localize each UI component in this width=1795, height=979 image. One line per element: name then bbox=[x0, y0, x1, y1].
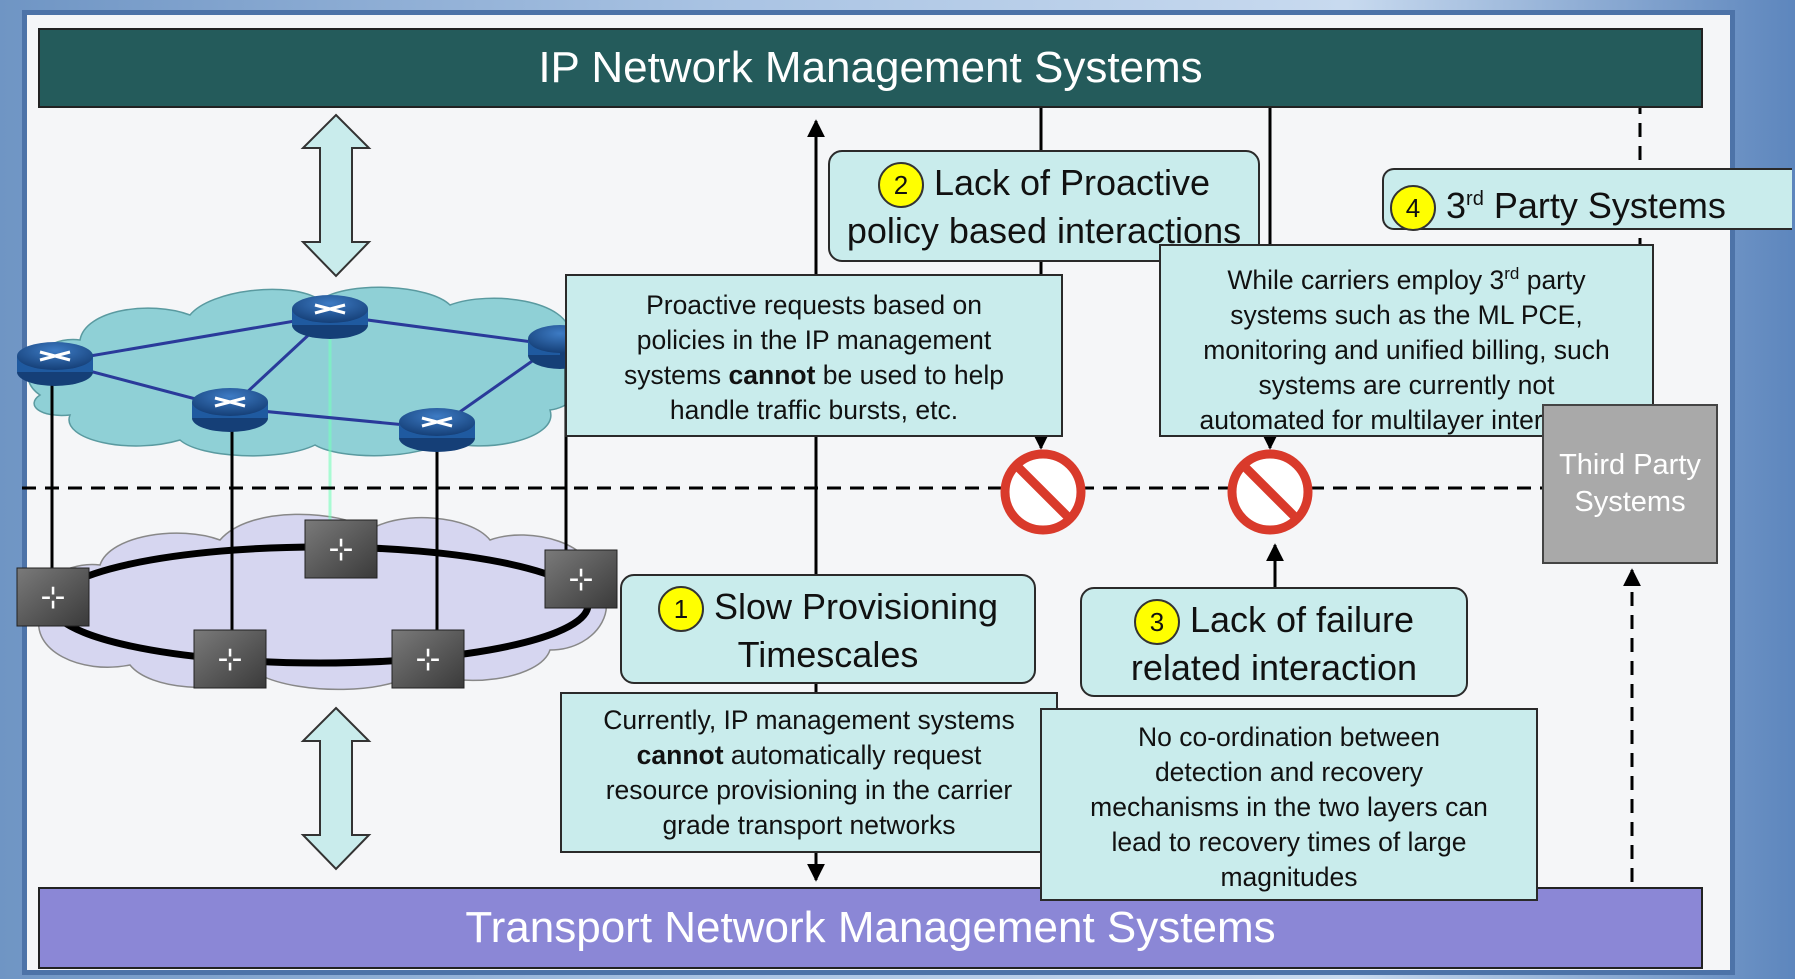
issue-2-badge: 2 bbox=[877, 162, 924, 209]
router-icon bbox=[192, 388, 268, 432]
double-arrow-icon bbox=[300, 706, 372, 871]
issue-3-note-line2: detection and recovery bbox=[1154, 757, 1424, 787]
issue-2-note-line2: policies in the IP management bbox=[636, 325, 992, 355]
issue-4-title: 3rd Party Systems bbox=[1446, 185, 1726, 226]
issue-1-heading: 1 Slow Provisioning Timescales bbox=[620, 574, 1036, 684]
issue-4-note-line4: systems are currently not bbox=[1258, 369, 1555, 400]
third-party-line2: Systems bbox=[1574, 486, 1686, 518]
issue-3-badge: 3 bbox=[1133, 599, 1180, 646]
ip-network-management-bar: IP Network Management Systems bbox=[38, 28, 1703, 108]
issue-4-heading: 4 3rd Party Systems bbox=[1382, 168, 1792, 232]
optical-switch-icon: ⊹ bbox=[304, 519, 378, 579]
issue-4-note-line2: systems such as the ML PCE, bbox=[1230, 299, 1583, 330]
router-icon bbox=[399, 408, 475, 452]
router-icon bbox=[17, 342, 93, 386]
prohibited-icon bbox=[1000, 449, 1086, 535]
issue-3-title-line2: related interaction bbox=[1130, 647, 1418, 689]
issue-2-note-line3: systems cannot be used to help bbox=[623, 360, 1004, 390]
optical-switch-icon: ⊹ bbox=[544, 549, 618, 609]
optical-switch-icon: ⊹ bbox=[16, 567, 90, 627]
issue-1-note-line4: grade transport networks bbox=[662, 810, 956, 840]
double-arrow-icon bbox=[300, 113, 372, 278]
issue-1-note-line2: cannot automatically request bbox=[636, 740, 982, 770]
svg-text:⊹: ⊹ bbox=[217, 642, 242, 677]
router-icon bbox=[292, 295, 368, 339]
layer-links bbox=[50, 335, 568, 660]
prohibited-icon bbox=[1227, 449, 1313, 535]
third-party-systems-box: Third Party Systems bbox=[1542, 404, 1718, 564]
issue-1-title-line2: Timescales bbox=[737, 634, 919, 676]
issue-3-note-line4: lead to recovery times of large bbox=[1111, 827, 1467, 857]
optical-switch-icon: ⊹ bbox=[193, 629, 267, 689]
issue-4-badge: 4 bbox=[1390, 185, 1436, 232]
issue-4-note-line3: monitoring and unified billing, such bbox=[1203, 334, 1610, 365]
issue-4-note: While carriers employ 3rd party systems … bbox=[1159, 244, 1654, 437]
issue-1-note-line3: resource provisioning in the carrier bbox=[605, 775, 1013, 805]
issue-3-note-line1: No co-ordination between bbox=[1138, 722, 1440, 752]
issue-2-title-line1: Lack of Proactive bbox=[933, 162, 1211, 203]
issue-4-note-line1: While carriers employ 3rd party bbox=[1227, 264, 1586, 295]
issue-3-note: No co-ordination between detection and r… bbox=[1040, 708, 1538, 901]
issue-2-note-line4: handle traffic bursts, etc. bbox=[669, 395, 959, 425]
issue-3-note-line3: mechanisms in the two layers can bbox=[1090, 792, 1488, 822]
issue-1-title-line1: Slow Provisioning bbox=[713, 586, 999, 627]
issue-1-note: Currently, IP management systems cannot … bbox=[560, 692, 1058, 853]
third-party-line1: Third Party bbox=[1559, 449, 1701, 481]
optical-switch-icon: ⊹ bbox=[391, 629, 465, 689]
svg-text:⊹: ⊹ bbox=[568, 562, 593, 597]
svg-text:⊹: ⊹ bbox=[40, 580, 65, 615]
issue-3-title-line1: Lack of failure bbox=[1189, 599, 1415, 640]
issue-3-note-line5: magnitudes bbox=[1220, 862, 1358, 892]
issue-1-note-line1: Currently, IP management systems bbox=[603, 705, 1015, 735]
issue-2-note-line1: Proactive requests based on bbox=[646, 290, 982, 320]
issue-1-badge: 1 bbox=[657, 586, 704, 633]
svg-text:⊹: ⊹ bbox=[415, 642, 440, 677]
transport-network-management-bar: Transport Network Management Systems bbox=[38, 887, 1703, 969]
svg-text:⊹: ⊹ bbox=[328, 532, 353, 567]
issue-2-note: Proactive requests based on policies in … bbox=[565, 274, 1063, 437]
issue-3-heading: 3 Lack of failure related interaction bbox=[1080, 587, 1468, 697]
